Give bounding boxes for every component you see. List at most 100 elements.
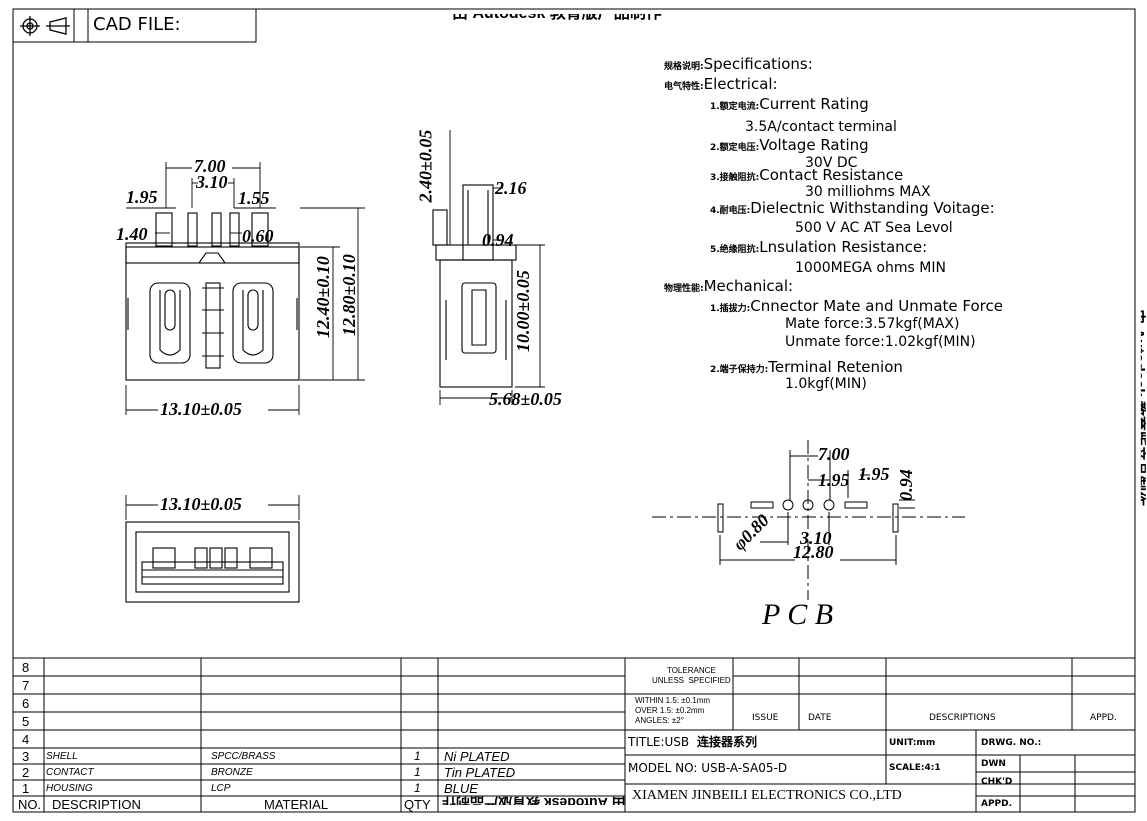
spec-en-text: 30 milliohms MAX — [805, 184, 931, 200]
spec-en-text: Voltage Rating — [759, 136, 869, 154]
pcb-dim-12-80: 12.80 — [793, 542, 834, 562]
spec-en-text: Mate force:3.57kgf(MAX) — [785, 316, 960, 332]
spec-line: 3.5A/contact terminal — [745, 120, 897, 134]
spec-cn-label: 物理性能: — [664, 284, 704, 294]
spec-cn-label: 1.插拔力: — [710, 304, 751, 314]
pcb-dim-3-10: 3.10 — [800, 528, 832, 548]
spec-en-text: 500 V AC AT Sea Levol — [795, 220, 953, 236]
projection-symbol-icon — [20, 16, 70, 36]
spec-en-text: 1000MEGA ohms MIN — [795, 260, 946, 276]
spec-line: 1000MEGA ohms MIN — [795, 261, 946, 275]
col-descriptions: DESCRIPTIONS — [929, 713, 996, 723]
bom-no: 3 — [22, 749, 30, 764]
dim-7-00: 7.00 — [194, 156, 226, 176]
bom-finish: Ni PLATED — [444, 749, 510, 764]
tolerance-title: TOLERANCE UNLESS SPECIFIED — [652, 666, 731, 685]
tolerance-over: OVER 1.5: ±0.2mm — [635, 706, 705, 715]
spec-en-text: Current Rating — [759, 95, 869, 113]
bom-material: SPCC/BRASS — [211, 751, 276, 762]
dim-13-10: 13.10±0.05 — [160, 399, 242, 419]
front-dimension-lines — [125, 162, 365, 415]
side-dimension-lines — [439, 130, 545, 405]
dim-12-80: 12.80±0.10 — [338, 254, 359, 336]
spec-line: 30 milliohms MAX — [805, 185, 931, 199]
dim-1-95: 1.95 — [126, 187, 158, 207]
spec-en-text: 3.5A/contact terminal — [745, 119, 897, 135]
dim-1-55: 1.55 — [238, 188, 270, 208]
spec-cn-label: 规格说明: — [664, 62, 704, 72]
spec-cn-label: 3.接触阻抗: — [710, 173, 760, 183]
pcb-layout — [652, 440, 965, 600]
appd-signoff: APPD. — [981, 799, 1013, 809]
bom-desc: SHELL — [46, 751, 78, 762]
bom-no: 4 — [22, 732, 30, 747]
spec-en-text: Dielectnic Withstanding Voitage: — [750, 199, 995, 217]
spec-en-text: 1.0kgf(MIN) — [785, 376, 867, 392]
spec-cn-label: 4.耐电压: — [710, 206, 751, 216]
bom-desc: HOUSING — [46, 783, 93, 794]
spec-en-text: Specifications: — [703, 55, 813, 73]
bom-no: 2 — [22, 765, 30, 780]
top-watermark: 由 Autodesk 教育版产品制作 — [452, 5, 662, 22]
dim-5-68: 5.68±0.05 — [489, 389, 562, 409]
spec-cn-label: 2.额定电压: — [710, 143, 760, 153]
bom-desc: CONTACT — [46, 767, 94, 778]
spec-line: Unmate force:1.02kgf(MIN) — [785, 335, 976, 349]
bom-material: LCP — [211, 783, 231, 794]
spec-en-text: 30V DC — [805, 155, 858, 171]
col-issue: ISSUE — [752, 713, 779, 723]
spec-en-text: Unmate force:1.02kgf(MIN) — [785, 334, 976, 350]
col-date: DATE — [808, 713, 832, 723]
spec-line: 电气特性:Electrical: — [664, 77, 778, 92]
dim-0-60: 0.60 — [242, 226, 274, 246]
model-no: MODEL NO: USB-A-SA05-D — [628, 761, 788, 775]
sheet-border — [12, 8, 1136, 813]
side-view — [432, 184, 517, 388]
bom-no: 1 — [22, 781, 30, 796]
spec-line: 1.0kgf(MIN) — [785, 377, 867, 391]
bottom-view — [125, 521, 300, 603]
spec-cn-label: 电气特性: — [664, 82, 704, 92]
front-view — [125, 212, 300, 381]
bom-qty: 1 — [414, 749, 421, 763]
spec-line: 2.端子保持力:Terminal Retenion — [710, 360, 903, 375]
dim-0-94: 0.94 — [482, 230, 514, 250]
pcb-label: P C B — [762, 598, 834, 631]
spec-en-text: Cnnector Mate and Unmate Force — [750, 297, 1003, 315]
bom-header-material: MATERIAL — [264, 797, 329, 812]
spec-line: 物理性能:Mechanical: — [664, 279, 793, 294]
pcb-dim-7-00: 7.00 — [818, 444, 850, 464]
col-appd: APPD. — [1090, 713, 1117, 723]
spec-line: 2.额定电压:Voltage Rating — [710, 138, 869, 153]
unit: UNIT:mm — [889, 738, 936, 748]
bom-no: 7 — [22, 678, 30, 693]
spec-line: 30V DC — [805, 156, 857, 170]
tolerance-angles: ANGLES: ±2° — [635, 716, 684, 725]
cad-file-label: CAD FILE: — [93, 14, 181, 35]
company-name: XIAMEN JINBEILI ELECTRONICS CO.,LTD — [632, 788, 902, 803]
spec-cn-label: 2.端子保持力: — [710, 365, 769, 375]
pcb-dim-1-95-a: 1.95 — [818, 470, 850, 490]
drwg-no: DRWG. NO.: — [981, 738, 1042, 748]
spec-en-text: Lnsulation Resistance: — [759, 238, 928, 256]
dwn: DWN — [981, 759, 1006, 769]
spec-line: 3.接触阻抗:Contact Resistance — [710, 168, 903, 183]
pcb-dim-0-94: 0.94 — [895, 469, 916, 501]
spec-line: Mate force:3.57kgf(MAX) — [785, 317, 959, 331]
bom-header-no: NO. — [18, 797, 42, 812]
spec-line: 1.插拔力:Cnnector Mate and Unmate Force — [710, 299, 1003, 314]
spec-en-text: Electrical: — [703, 75, 778, 93]
spec-en-text: Mechanical: — [703, 277, 794, 295]
bom-material: BRONZE — [211, 767, 253, 778]
spec-line: 500 V AC AT Sea Levol — [795, 221, 953, 235]
spec-cn-label: 1.额定电流: — [710, 102, 760, 112]
bom-qty: 1 — [414, 765, 421, 779]
dim-2-16: 2.16 — [495, 178, 527, 198]
scale: SCALE:4:1 — [889, 763, 941, 773]
dim-10-00: 10.00±0.05 — [512, 270, 533, 352]
dim-3-10: 3.10 — [196, 172, 228, 192]
tolerance-within: WITHIN 1.5: ±0.1mm — [635, 696, 711, 705]
title-block-grid — [13, 657, 1135, 812]
